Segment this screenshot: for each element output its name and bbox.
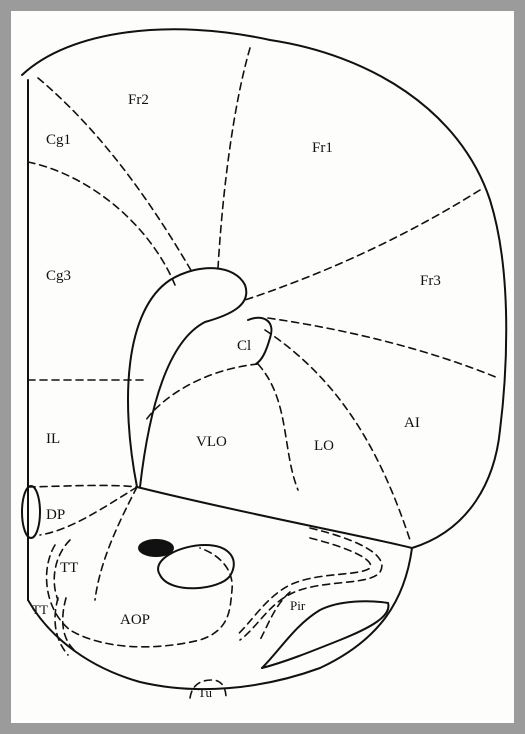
boundary-tt-aop: [95, 487, 137, 600]
label-cg3: Cg3: [46, 268, 71, 284]
boundary-fr1-fr3: [245, 190, 480, 300]
boundary-il-bottom: [28, 485, 137, 487]
pir-layer-a: [240, 528, 382, 640]
label-vlo: VLO: [196, 434, 227, 450]
boundary-orbital-base: [137, 487, 412, 548]
label-ai: AI: [404, 415, 420, 431]
label-fr2: Fr2: [128, 92, 149, 108]
label-tt: TT: [60, 560, 78, 576]
label-cl: Cl: [237, 338, 251, 354]
boundary-vlo-lo: [258, 364, 298, 490]
claustrum-outline: [248, 318, 271, 364]
boundary-cl-vlo: [146, 364, 258, 420]
label-fr1: Fr1: [312, 140, 333, 156]
label-dp: DP: [46, 507, 65, 523]
label-cg1: Cg1: [46, 132, 71, 148]
boundary-lo-ai: [265, 330, 410, 540]
label-il: IL: [46, 431, 60, 447]
label-fr3: Fr3: [420, 273, 441, 289]
boundary-fr2-fr1: [218, 48, 250, 268]
label-pir: Pir: [290, 598, 306, 613]
section-outline: [22, 29, 506, 689]
label-tu: Tu: [198, 685, 212, 700]
label-lo: LO: [314, 438, 334, 454]
boundary-cg1-cg3: [28, 162, 175, 285]
label-aop: AOP: [120, 612, 150, 628]
forceps-minor: [128, 268, 246, 487]
boundary-fr3-ai: [268, 318, 498, 378]
label-tt-lower: TT: [32, 602, 48, 617]
boundary-fr2-cg1: [38, 78, 192, 272]
dp-midline-oval: [22, 486, 40, 538]
